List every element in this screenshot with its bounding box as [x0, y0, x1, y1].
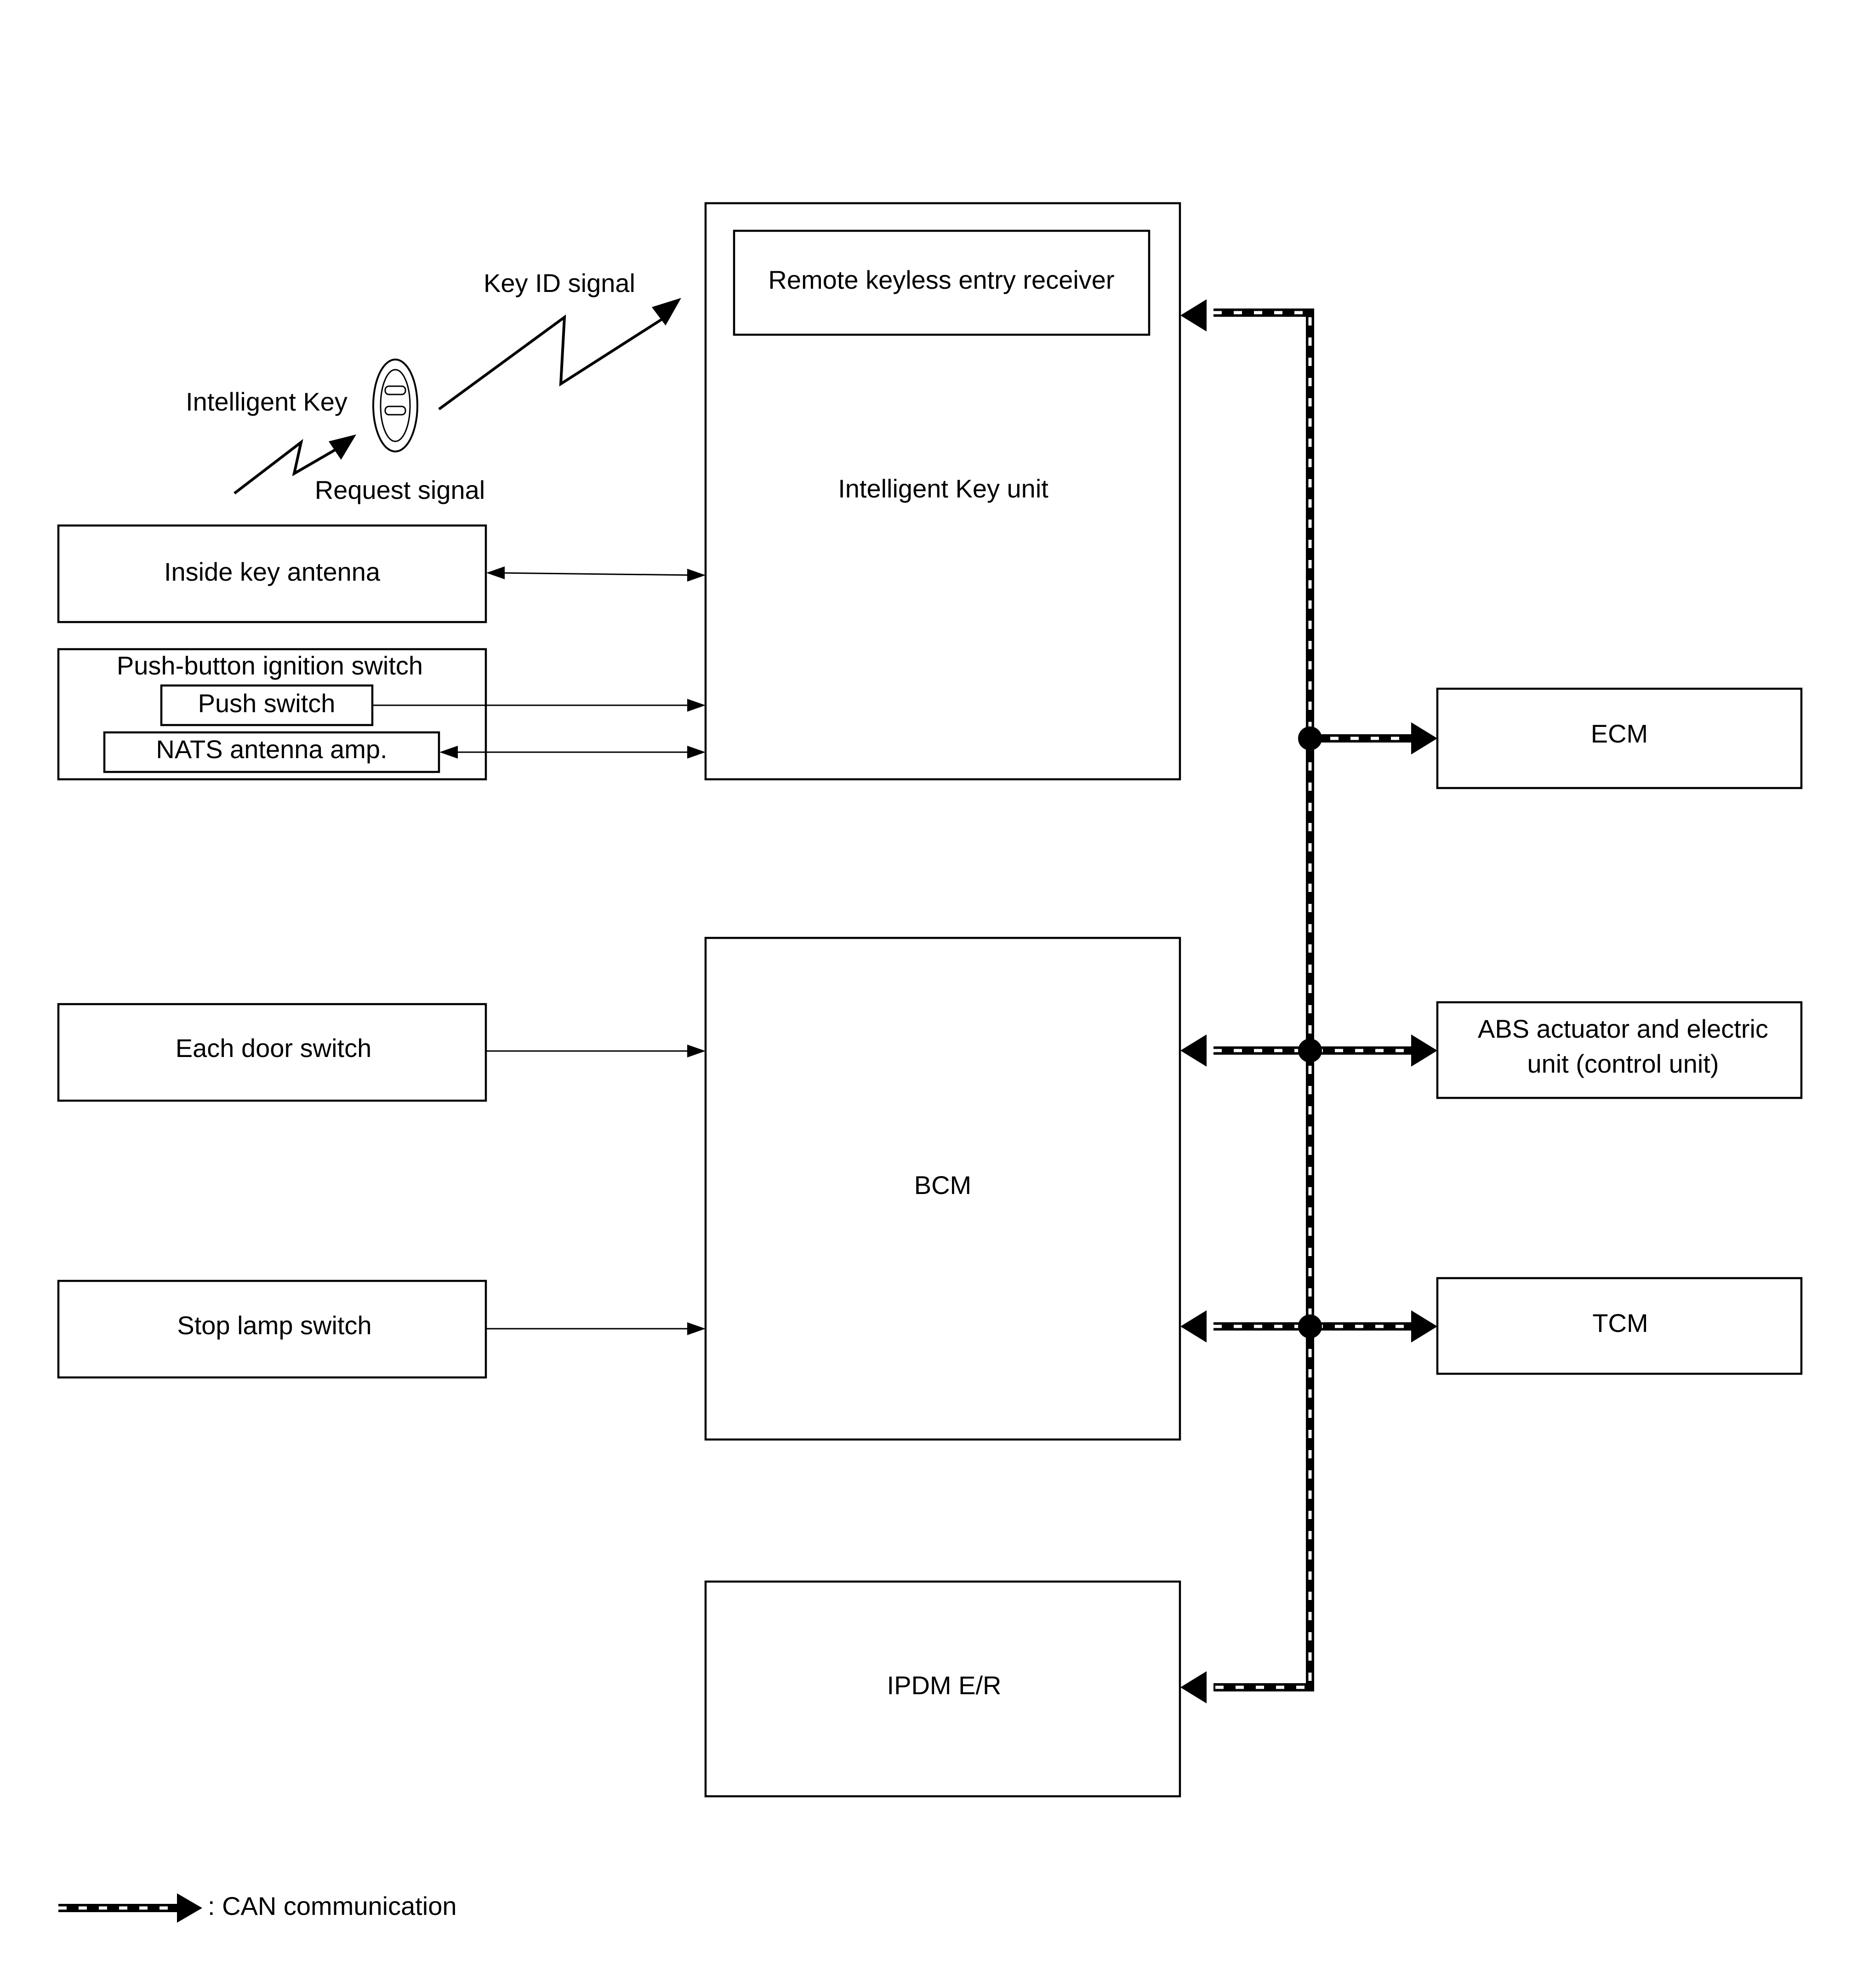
each-door-switch-link — [486, 1045, 706, 1057]
key-id-signal-zigzag-icon — [438, 298, 681, 411]
can-bus — [1180, 299, 1437, 1703]
ipdm-box — [704, 1580, 1181, 1798]
ipdm-label: IPDM E/R — [887, 1671, 1002, 1700]
can-junction-abs — [1298, 1039, 1322, 1063]
nats-antenna-amp-box — [103, 731, 440, 773]
push-switch-link — [372, 699, 706, 712]
push-switch-label: Push switch — [198, 689, 336, 718]
intelligent-key-label: Intelligent Key — [186, 387, 347, 416]
can-arrow-ipdm — [1180, 1671, 1207, 1703]
tcm-label: TCM — [1592, 1308, 1648, 1337]
nats-antenna-link — [439, 746, 706, 759]
ecm-box — [1436, 687, 1803, 789]
can-arrow-bcm-lower — [1180, 1310, 1207, 1342]
keyless-receiver-label: Remote keyless entry receiver — [768, 265, 1114, 294]
can-trunk — [1213, 308, 1314, 1691]
inside-key-antenna-link — [486, 566, 706, 582]
can-arrow-bcm-upper — [1180, 1034, 1207, 1067]
intelligent-key-unit-label: Intelligent Key unit — [838, 474, 1048, 503]
request-signal-label: Request signal — [315, 475, 485, 504]
push-switch-box — [160, 684, 374, 726]
can-junction-ecm — [1298, 726, 1322, 750]
bcm-label: BCM — [914, 1171, 971, 1200]
push-button-ignition-switch-label: Push-button ignition switch — [117, 651, 423, 680]
legend-can-label: : CAN communication — [208, 1891, 457, 1920]
tcm-box — [1436, 1277, 1803, 1375]
abs-label-line1: ABS actuator and electric — [1478, 1014, 1768, 1043]
stop-lamp-switch-box — [57, 1280, 487, 1379]
can-arrow-abs — [1411, 1034, 1437, 1067]
intelligent-key-fob-icon — [372, 359, 418, 452]
stop-lamp-switch-label: Stop lamp switch — [177, 1311, 371, 1340]
inside-key-antenna-box — [57, 524, 487, 623]
can-junction-tcm — [1298, 1314, 1322, 1338]
bcm-box — [704, 937, 1181, 1441]
key-id-signal-label: Key ID signal — [484, 268, 635, 297]
can-arrow-tcm — [1411, 1310, 1437, 1342]
inside-key-antenna-label: Inside key antenna — [164, 557, 381, 586]
each-door-switch-label: Each door switch — [176, 1034, 371, 1063]
ecm-label: ECM — [1591, 719, 1648, 748]
can-arrow-ecm — [1411, 722, 1437, 754]
legend-can-symbol — [58, 1893, 202, 1923]
each-door-switch-box — [57, 1003, 487, 1102]
abs-box — [1436, 1001, 1803, 1099]
stop-lamp-switch-link — [486, 1322, 706, 1335]
can-arrow-ik-unit — [1180, 299, 1207, 331]
request-signal-zigzag-icon — [234, 434, 356, 495]
keyless-receiver-box — [733, 229, 1151, 336]
nats-antenna-amp-label: NATS antenna amp. — [156, 735, 387, 764]
abs-label-line2: unit (control unit) — [1527, 1049, 1719, 1078]
legend: : CAN communication — [58, 1891, 457, 1923]
